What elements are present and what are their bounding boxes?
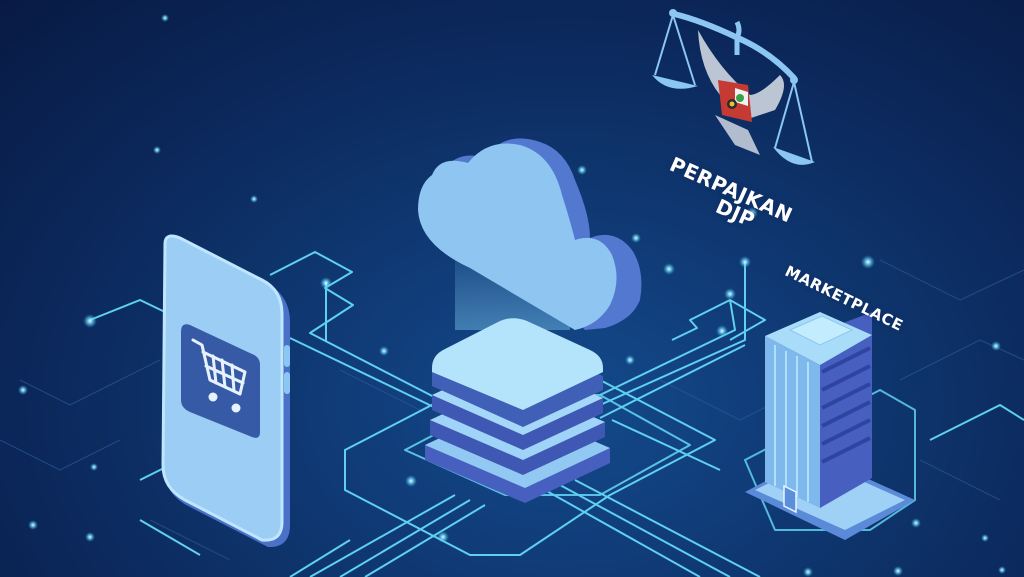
garuda-scales-emblem-icon [652,9,815,165]
shopping-cart-icon [181,324,260,438]
glow-dots [18,14,1006,577]
server-stack-icon [425,318,610,503]
cloud-icon [418,138,642,330]
office-building-icon [745,312,915,540]
smartphone-icon [161,234,290,548]
